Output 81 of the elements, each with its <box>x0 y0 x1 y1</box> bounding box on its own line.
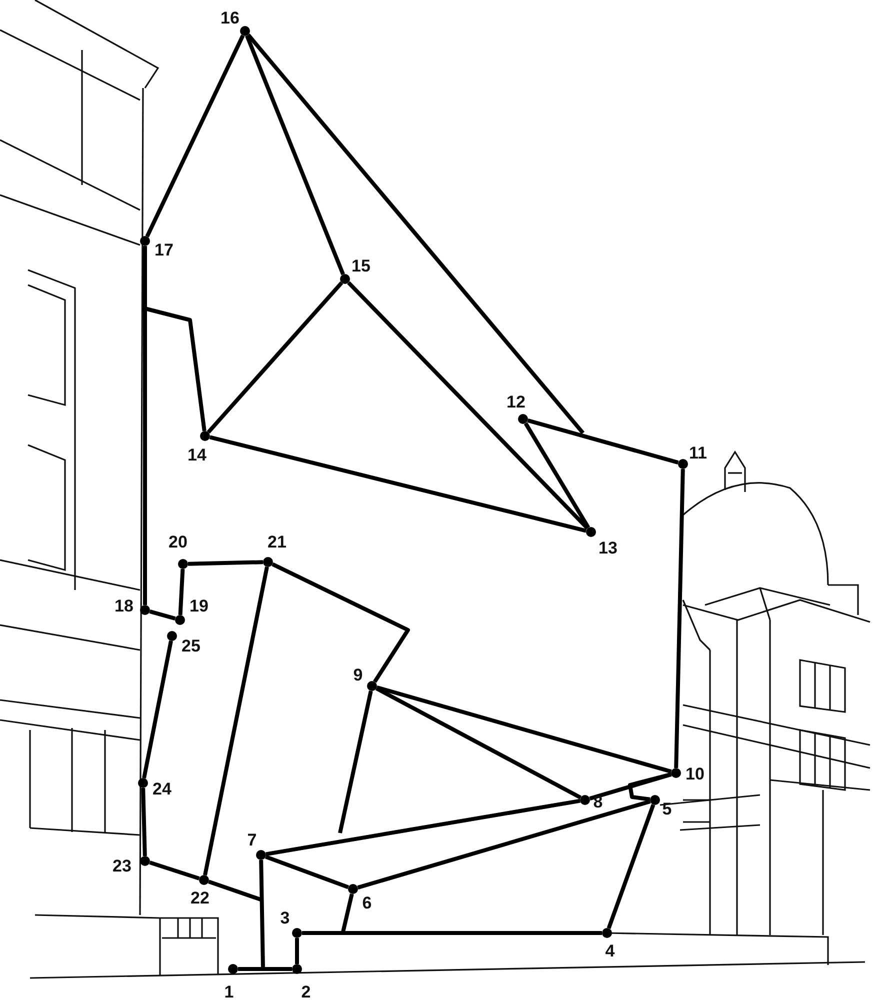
dot-number: 2 <box>301 984 311 1000</box>
connecting-line <box>266 798 580 856</box>
connecting-line <box>142 306 206 432</box>
dot <box>292 964 302 974</box>
connecting-line <box>206 281 344 434</box>
dot <box>175 615 185 625</box>
dot <box>580 795 590 805</box>
connecting-line <box>141 788 147 856</box>
connecting-line <box>606 804 656 929</box>
dot-number: 9 <box>353 666 363 684</box>
connecting-line <box>149 609 176 621</box>
dot-number: 7 <box>247 832 257 848</box>
dot <box>256 850 266 860</box>
dot <box>263 557 273 567</box>
dot-number: 8 <box>593 794 603 810</box>
connecting-line <box>628 772 672 802</box>
dot <box>167 631 177 641</box>
dot-number: 3 <box>280 910 290 926</box>
connecting-line <box>238 967 292 971</box>
connecting-line <box>347 281 589 530</box>
dot-number: 1 <box>224 984 234 1000</box>
connecting-line <box>341 893 354 932</box>
connecting-line <box>259 860 265 968</box>
dot <box>199 875 209 885</box>
connecting-line <box>272 562 410 683</box>
dot <box>678 459 688 469</box>
dot <box>348 884 358 894</box>
connecting-line <box>149 860 200 880</box>
dot <box>140 236 150 246</box>
dot <box>292 928 302 938</box>
dot <box>671 768 681 778</box>
connecting-line <box>376 685 672 774</box>
connecting-line <box>145 34 245 238</box>
dot <box>367 681 377 691</box>
dot <box>178 559 188 569</box>
dot-number: 10 <box>686 766 704 782</box>
connecting-line <box>203 566 269 876</box>
dot <box>240 26 250 36</box>
dot-number: 24 <box>152 780 172 798</box>
dot <box>602 928 612 938</box>
dot-number: 15 <box>352 258 370 274</box>
connecting-line <box>302 931 602 935</box>
dot-number: 17 <box>154 242 174 258</box>
connecting-line <box>674 468 685 768</box>
connecting-line <box>265 854 349 890</box>
dot-number: 20 <box>168 534 188 550</box>
dot-number: 21 <box>268 534 286 550</box>
connecting-line <box>338 690 373 834</box>
dot-number: 12 <box>506 394 526 410</box>
dot-number: 4 <box>605 942 615 960</box>
connecting-line <box>375 686 582 800</box>
dot <box>650 795 660 805</box>
connecting-line <box>524 422 590 529</box>
dot-number: 11 <box>689 444 707 462</box>
dot-number: 18 <box>114 598 134 614</box>
dot <box>518 414 528 424</box>
dot-number: 13 <box>598 540 618 556</box>
connecting-line <box>178 568 185 616</box>
dot <box>138 778 148 788</box>
dot-number: 22 <box>190 890 210 906</box>
dot <box>586 527 596 537</box>
connecting-line <box>246 34 585 434</box>
connecting-line <box>209 435 587 533</box>
dot-number: 14 <box>188 446 206 464</box>
dot-number: 19 <box>190 598 208 614</box>
connecting-line <box>295 938 299 964</box>
connecting-line <box>208 880 263 902</box>
dot <box>140 605 150 615</box>
connecting-line <box>143 246 147 605</box>
dot-number: 25 <box>182 638 200 654</box>
connecting-line <box>188 560 264 566</box>
dot <box>340 274 350 284</box>
dot <box>200 431 210 441</box>
dot <box>228 964 238 974</box>
connecting-line <box>527 418 679 465</box>
dot-number: 16 <box>220 10 240 26</box>
dot-number: 6 <box>362 894 372 912</box>
dot-number: 23 <box>112 858 132 874</box>
connecting-line <box>357 799 651 890</box>
connecting-line <box>245 34 345 276</box>
dot <box>140 856 150 866</box>
